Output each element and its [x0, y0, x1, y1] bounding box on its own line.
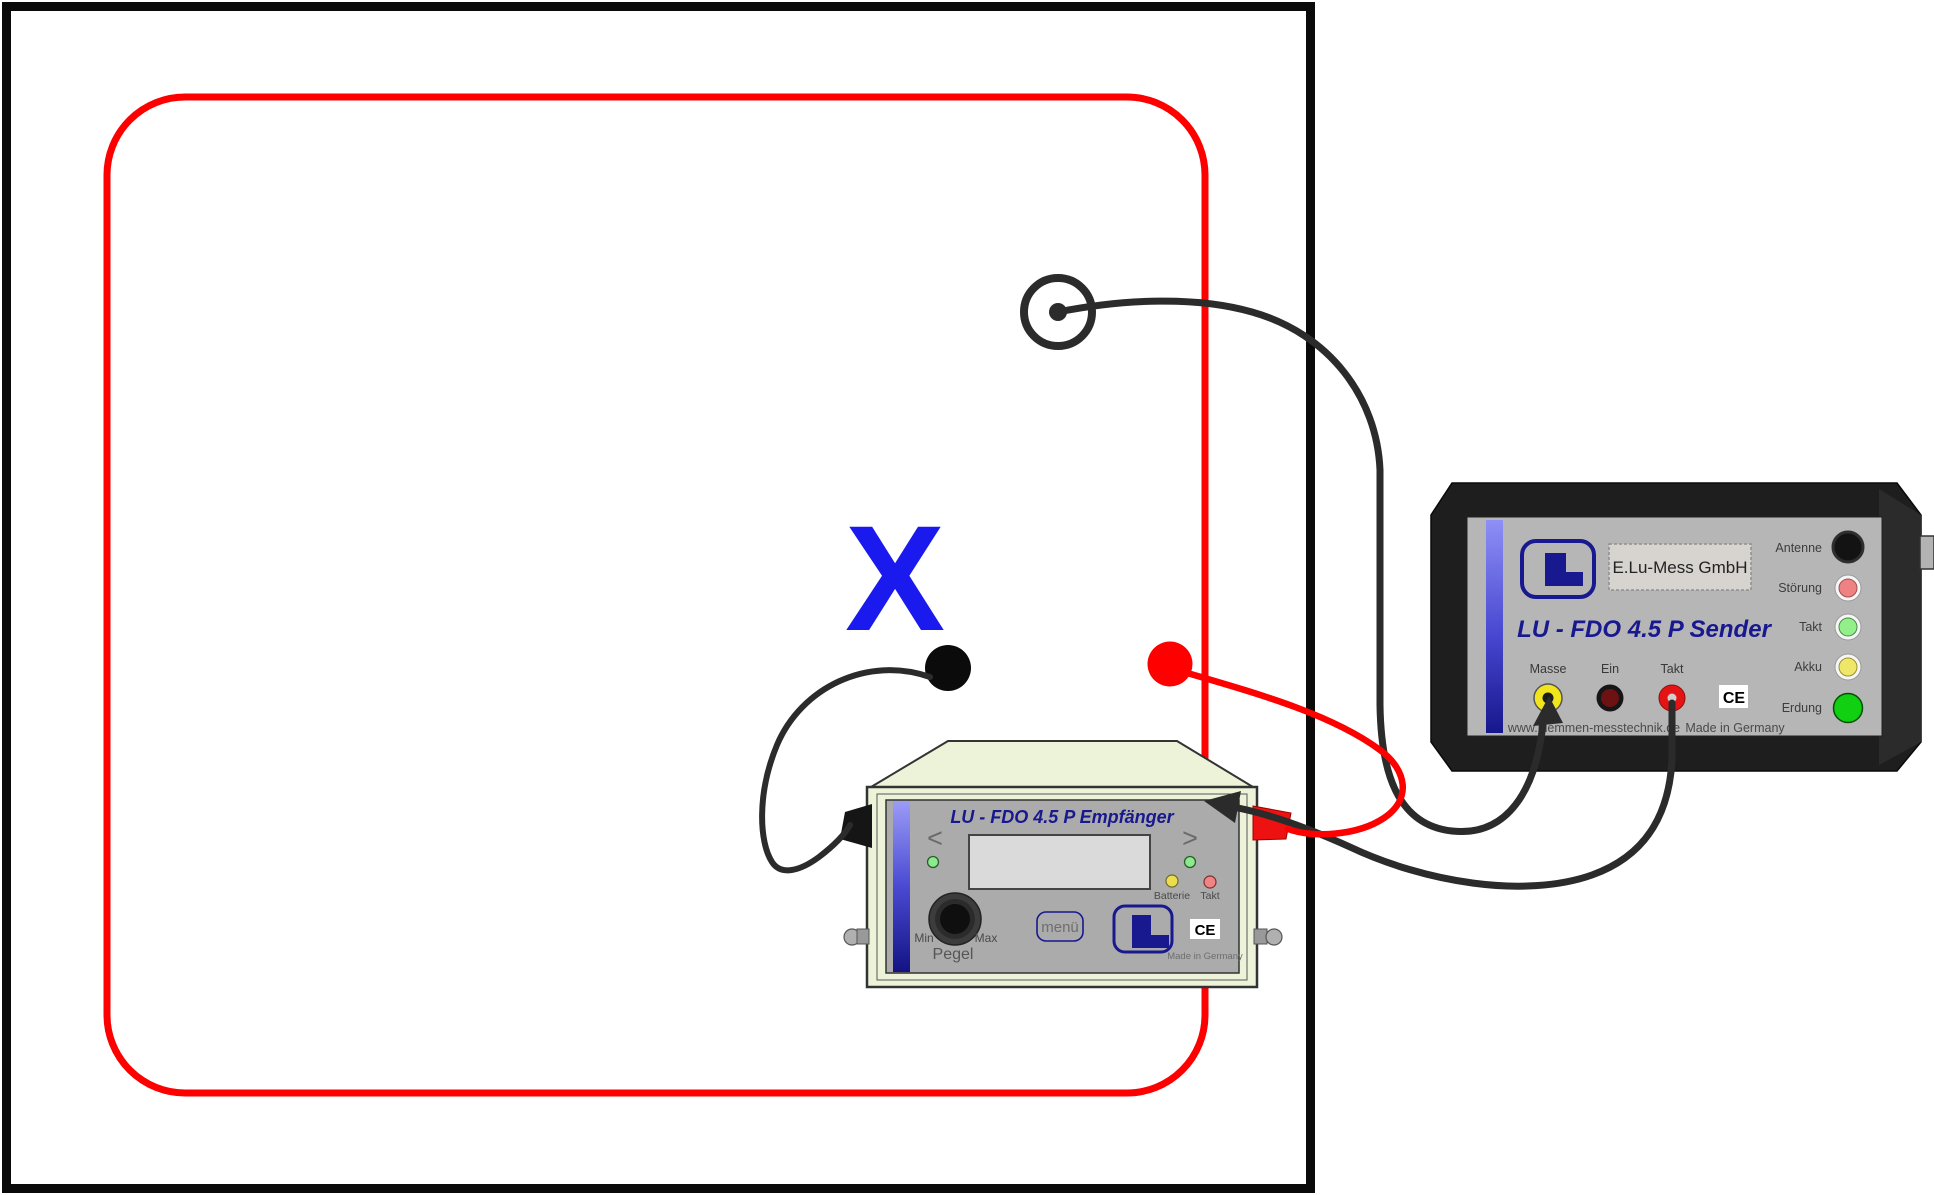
takt-to-receiver-cable — [1234, 699, 1676, 890]
menu-button[interactable]: menü — [1036, 911, 1084, 942]
sender-label-masse: Masse — [1530, 662, 1567, 676]
receiver-left-clamp — [843, 928, 870, 946]
sender-device: E.Lu-Mess GmbH LU - FDO 4.5 P Sender Mas… — [1430, 482, 1934, 772]
receiver-led-right-green — [1183, 855, 1197, 869]
sender-made-in: Made in Germany — [1685, 721, 1785, 735]
receiver-title: LU - FDO 4.5 P Empfänger — [950, 807, 1174, 827]
led-label-erdung: Erdung — [1782, 701, 1822, 715]
site-boundary-rect — [2, 2, 1315, 1193]
receiver-right-clamp — [1253, 928, 1283, 946]
fault-marker-x: X — [845, 494, 945, 662]
sender-blue-stripe — [1486, 520, 1503, 733]
led-erdung — [1832, 692, 1864, 724]
antenne-jack[interactable] — [1831, 530, 1865, 564]
led-label-antenne: Antenne — [1775, 541, 1822, 555]
led-stoerung — [1834, 574, 1862, 602]
led-label-akku: Akku — [1794, 660, 1822, 674]
receiver-arrow-left: < — [927, 823, 943, 853]
sender-ce-mark: CE — [1719, 685, 1748, 708]
cables — [759, 297, 1676, 890]
led-takt — [1834, 613, 1862, 641]
receiver-arrow-right: > — [1182, 823, 1198, 853]
led-akku — [1834, 653, 1862, 681]
receiver-led-left-green — [926, 855, 940, 869]
svg-text:CE: CE — [1723, 690, 1746, 707]
menu-button-label: menü — [1041, 919, 1079, 936]
ground-to-masse-cable — [1054, 297, 1547, 835]
led-label-takt: Takt — [1799, 620, 1822, 634]
receiver-ce-mark: CE — [1190, 919, 1220, 939]
masse-plug-arrowhead — [1533, 696, 1563, 726]
red-probe-dot — [1147, 641, 1193, 687]
black-probe-cable — [759, 667, 933, 874]
logo-l-glyph — [1132, 915, 1169, 948]
receiver-led-batterie — [1165, 874, 1179, 888]
logo-l-glyph — [1545, 553, 1583, 586]
sender-brand-label: E.Lu-Mess GmbH — [1608, 543, 1752, 591]
sender-case-right-face — [1879, 489, 1921, 765]
ground-point-symbol — [1020, 274, 1096, 350]
sender-label-takt: Takt — [1661, 662, 1684, 676]
svg-text:E.Lu-Mess GmbH: E.Lu-Mess GmbH — [1612, 558, 1747, 577]
receiver-label-takt: Takt — [1200, 890, 1219, 902]
receiver-blue-stripe — [893, 801, 910, 972]
sender-antenna-tab — [1919, 535, 1934, 570]
sender-label-ein: Ein — [1601, 662, 1619, 676]
receiver-black-connector — [840, 804, 872, 848]
receiver-device: LU - FDO 4.5 P Empfänger < > Batterie Ta… — [840, 740, 1292, 989]
receiver-made-in: Made in Germany — [1167, 951, 1243, 962]
measuring-loop-rect — [103, 93, 1209, 1097]
receiver-label-batterie: Batterie — [1154, 890, 1190, 902]
knob-max-label: Max — [975, 931, 998, 945]
takt-connector[interactable] — [1658, 684, 1686, 712]
svg-text:CE: CE — [1195, 922, 1216, 939]
ein-switch[interactable] — [1596, 684, 1624, 712]
sender-title: LU - FDO 4.5 P Sender — [1517, 616, 1772, 643]
led-label-stoerung: Störung — [1778, 581, 1822, 595]
black-probe-dot — [925, 645, 971, 691]
receiver-plug-arrowhead — [1204, 791, 1241, 823]
receiver-led-takt — [1203, 875, 1217, 889]
red-probe-cable — [1173, 666, 1406, 838]
knob-min-label: Min — [914, 931, 933, 945]
knob-pegel-label: Pegel — [933, 946, 974, 963]
sender-brand-logo — [1520, 539, 1596, 599]
receiver-brand-logo — [1112, 904, 1174, 954]
pegel-knob[interactable] — [928, 892, 982, 946]
receiver-lcd-display — [968, 834, 1151, 890]
receiver-inner-frame — [876, 793, 1248, 981]
sender-website: www.luemmen-messtechnik.de — [1507, 721, 1680, 735]
